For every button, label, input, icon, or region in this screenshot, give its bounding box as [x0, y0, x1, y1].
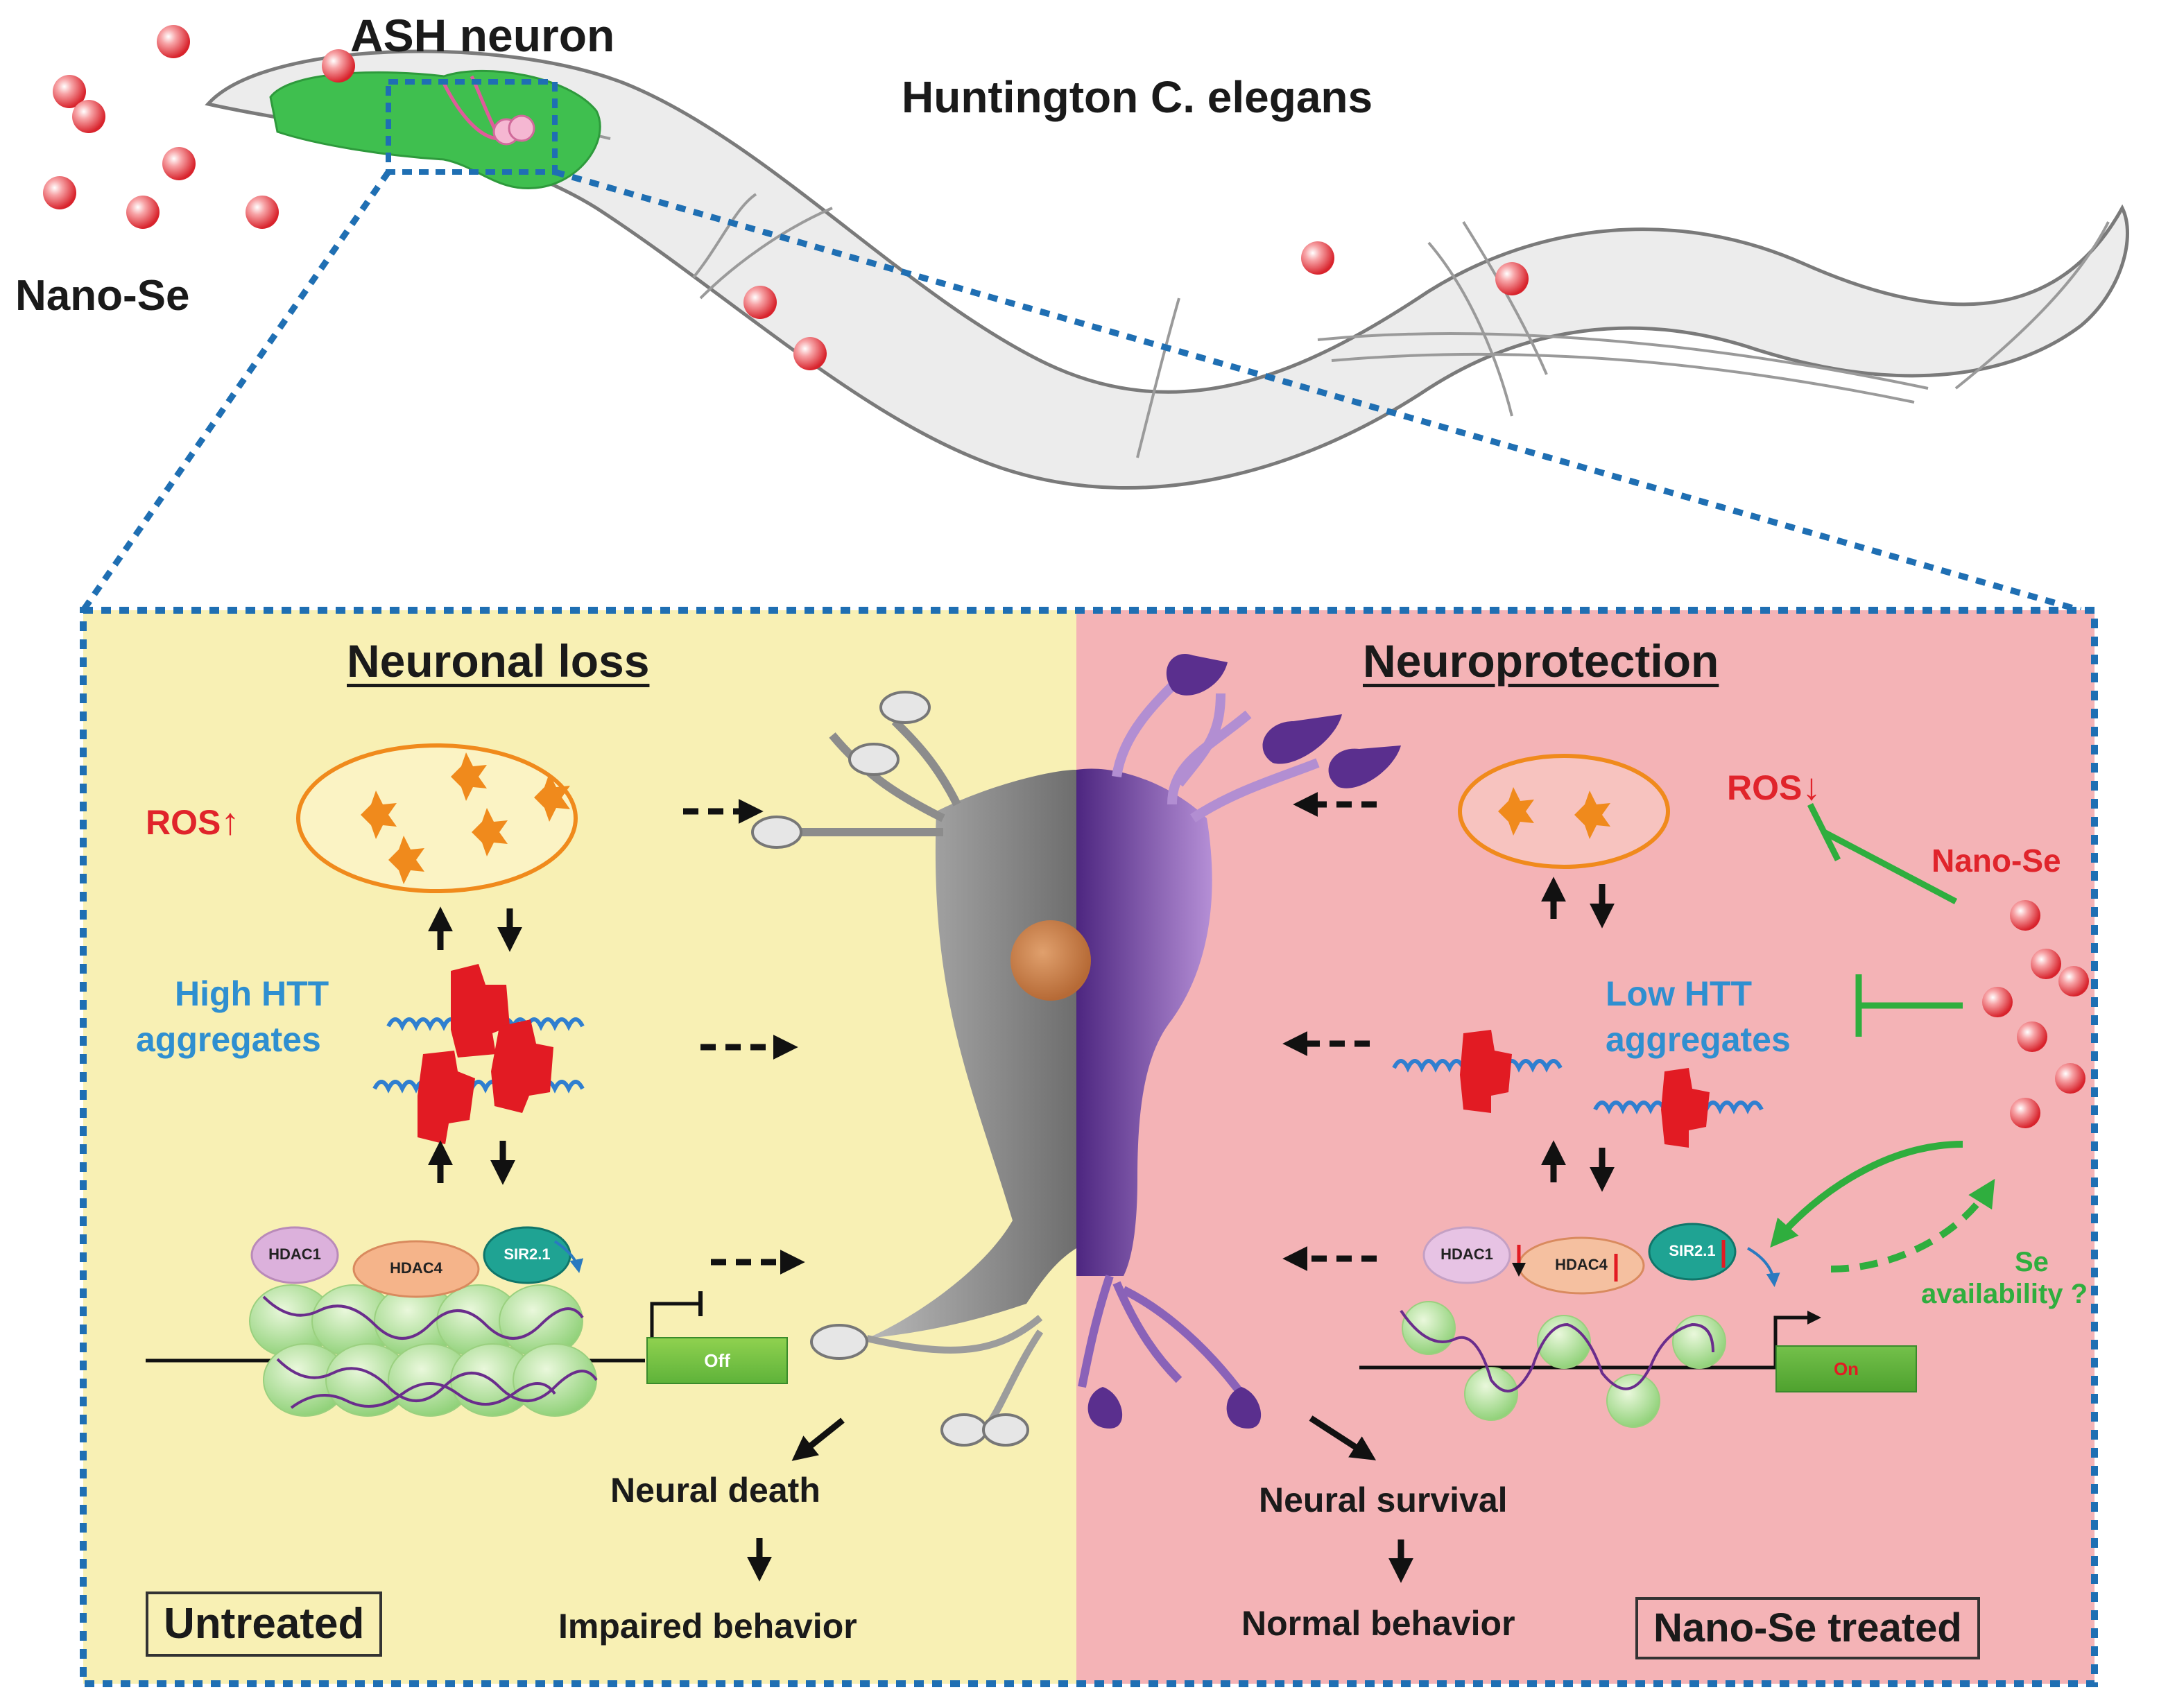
nano-se-label: Nano-Se [15, 272, 190, 320]
treated-tag: Nano-Se treated [1635, 1597, 1980, 1659]
right-heading: Neuroprotection [1363, 635, 1719, 687]
right-ros-cluster [1458, 754, 1670, 869]
right-dashed-arrows [1282, 792, 1377, 1271]
left-outcome2: Impaired behavior [558, 1607, 857, 1646]
right-outcome2: Normal behavior [1241, 1604, 1515, 1643]
right-hdac4-label: HDAC4 [1555, 1256, 1608, 1273]
left-ros-label: ROS↑ [146, 803, 239, 840]
right-hdac1-label: HDAC1 [1440, 1245, 1493, 1263]
right-htt-line2: aggregates [1606, 1020, 1791, 1059]
right-hdac-bubbles [1422, 1223, 1737, 1295]
right-outcome-arrows [1309, 1415, 1413, 1583]
right-nano-se-label: Nano-Se [1932, 843, 2061, 879]
left-sir-label: SIR2.1 [504, 1245, 551, 1263]
neuron-gray-half [751, 691, 1076, 1447]
right-ros-label: ROS↓ [1727, 768, 1821, 806]
right-outcome1: Neural survival [1259, 1481, 1508, 1519]
left-htt-line2: aggregates [136, 1020, 321, 1059]
right-htt-aggregates [1392, 1030, 1764, 1148]
neuron-nucleus [1010, 920, 1091, 1001]
right-sir-label: SIR2.1 [1669, 1242, 1716, 1259]
left-ros-cluster [296, 743, 578, 893]
ash-neuron-region [269, 69, 601, 189]
panel-border [80, 607, 2098, 1687]
right-on-switch: On [1775, 1345, 1917, 1392]
left-vertical-arrows [428, 906, 522, 1185]
right-htt-line1: Low HTT [1606, 974, 1753, 1013]
right-ros-text: ROS [1727, 768, 1803, 807]
left-off-switch: Off [646, 1337, 788, 1384]
left-outcome-arrows [747, 1417, 845, 1582]
left-htt-line1: High HTT [175, 974, 329, 1013]
worm-title: Huntington C. elegans [902, 72, 1373, 122]
left-hdac1-label: HDAC1 [268, 1245, 321, 1263]
se-label-line1: Se [2015, 1247, 2049, 1277]
nano-inhibition-lines [1807, 802, 1963, 1037]
right-chromatin [1359, 1301, 1775, 1428]
left-chromatin [146, 1284, 645, 1417]
nano-se-particles-inside [743, 241, 1529, 370]
ash-neuron-label: ASH neuron [350, 10, 615, 61]
neuron-purple-half [1076, 654, 1401, 1429]
right-vertical-arrows [1541, 877, 1615, 1192]
left-hdac4-label: HDAC4 [390, 1259, 442, 1277]
left-ros-text: ROS [146, 803, 221, 842]
se-feedback-arrows [1770, 1141, 1995, 1273]
untreated-tag: Untreated [146, 1591, 383, 1657]
left-heading: Neuronal loss [347, 635, 650, 687]
left-outcome1: Neural death [610, 1471, 820, 1510]
se-label-line2: availability ? [1921, 1279, 2088, 1309]
zoom-lines [80, 169, 2082, 614]
left-hdac-bubbles [250, 1226, 571, 1298]
left-htt-aggregates [372, 964, 585, 1144]
ros-up-arrow-icon: ↑ [221, 801, 240, 843]
left-dashed-arrows [683, 799, 805, 1275]
left-panel-bg [83, 610, 1076, 1684]
nano-se-particles-outside [43, 25, 355, 229]
right-nano-particles [1982, 900, 2089, 1128]
ros-down-arrow-icon: ↓ [1802, 766, 1821, 808]
